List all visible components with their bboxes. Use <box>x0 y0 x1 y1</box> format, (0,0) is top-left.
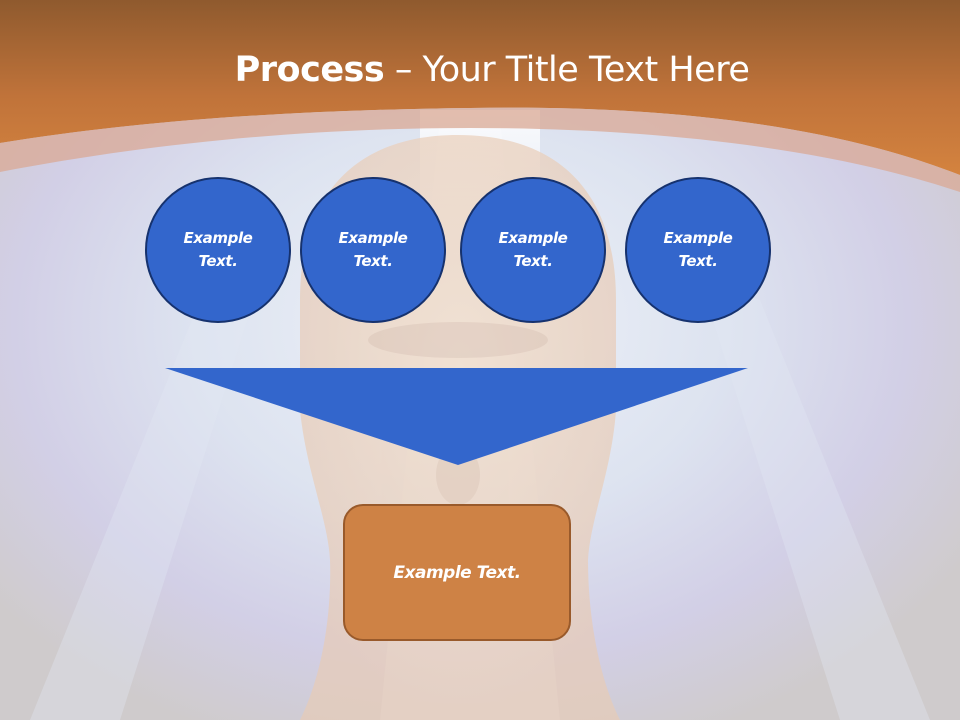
step-label-line1: Example <box>663 229 733 247</box>
result-box[interactable]: Example Text. <box>343 504 571 641</box>
step-label-line2: Text. <box>678 252 718 270</box>
result-label: Example Text. <box>393 562 521 583</box>
step-label-line2: Text. <box>513 252 553 270</box>
step-label-line2: Text. <box>353 252 393 270</box>
slide-title: Process – Your Title Text Here <box>0 50 960 90</box>
slide-title-bold: Process <box>234 50 385 90</box>
slide-title-rest: – Your Title Text Here <box>384 50 750 90</box>
step-label-line2: Text. <box>198 252 238 270</box>
step-label-line1: Example <box>338 229 408 247</box>
step-label-line1: Example <box>498 229 568 247</box>
step-label-line1: Example <box>183 229 253 247</box>
